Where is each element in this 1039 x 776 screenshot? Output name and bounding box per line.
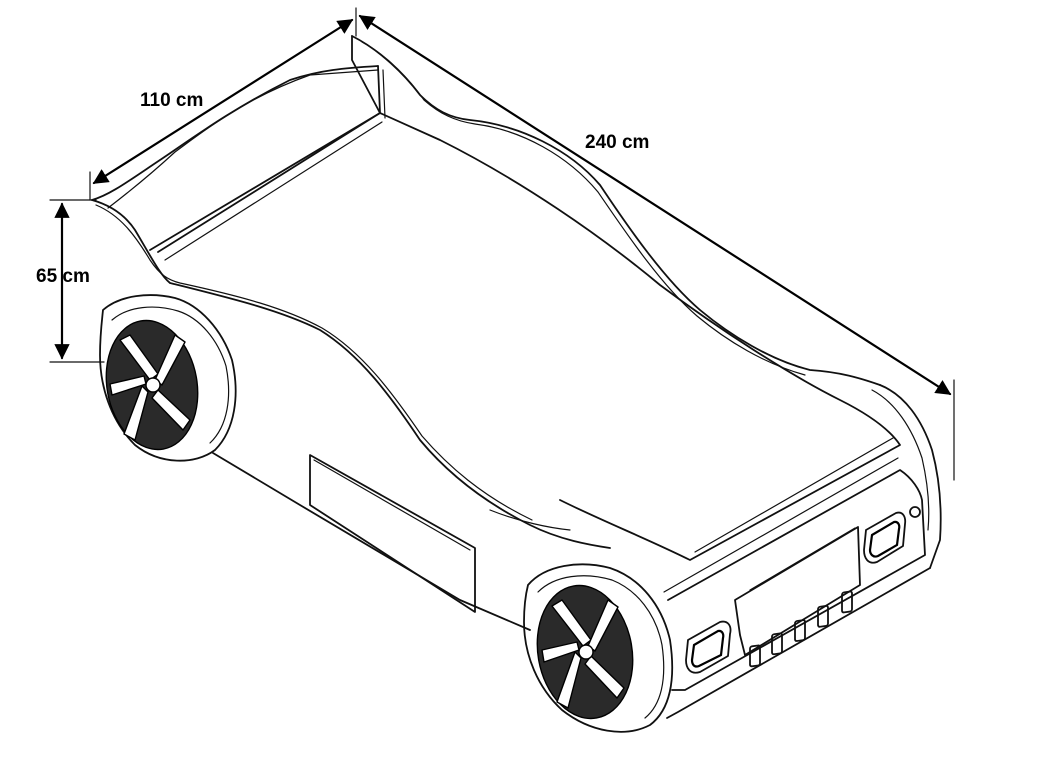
- right-fender-inner: [871, 389, 930, 531]
- width-label: 110 cm: [140, 90, 203, 111]
- headboard-inner: [107, 69, 379, 209]
- front-wheel-hub: [578, 644, 594, 660]
- right-fender: [879, 384, 942, 569]
- front-grille-frame: [734, 526, 861, 656]
- right-back-edge: [351, 35, 381, 114]
- width-dimension-line: [92, 18, 354, 185]
- front-bottom-edge: [666, 567, 931, 719]
- front-wheel-tire-inner: [537, 575, 665, 719]
- grille-vent: [794, 619, 806, 642]
- mattress-platform: [157, 112, 901, 561]
- right-headlight-inner: [868, 520, 901, 558]
- headboard-panel-inner: [382, 69, 386, 119]
- grille-vents: [749, 590, 853, 668]
- grille-vent: [817, 604, 829, 628]
- bed-body: [91, 35, 942, 719]
- rear-wheel-hub: [145, 377, 161, 393]
- rear-wheel: [99, 294, 237, 462]
- length-label: 240 cm: [585, 132, 649, 153]
- bottom-edge: [212, 452, 531, 631]
- headboard-top: [91, 65, 379, 201]
- front-wheel: [523, 563, 674, 733]
- headlights: [685, 506, 921, 674]
- mattress-edge: [164, 121, 383, 261]
- front-wheel-tire: [523, 563, 674, 733]
- drawer-panel-inner: [313, 459, 471, 551]
- right-headlight-outer: [863, 511, 907, 564]
- right-rail-inner: [361, 41, 806, 376]
- grille-vent: [749, 644, 761, 668]
- height-label: 65 cm: [36, 266, 90, 287]
- rear-wheel-tire: [99, 294, 237, 462]
- mattress-inner-fold: [489, 509, 571, 531]
- grille-vent: [771, 632, 783, 656]
- left-rail-inner: [95, 204, 533, 521]
- dimension-lines: [49, 7, 955, 481]
- front-panel-top: [663, 457, 899, 593]
- front-wheel-spokes: [541, 599, 625, 709]
- left-headlight-outer: [685, 620, 732, 674]
- rear-wheel-spokes: [109, 334, 191, 441]
- drawer-panel: [309, 454, 476, 613]
- right-rail-top: [351, 35, 881, 386]
- mattress-front-edge: [694, 437, 894, 553]
- fog-light-icon: [909, 506, 921, 518]
- length-dimension-line: [358, 14, 952, 396]
- left-headlight-inner: [690, 629, 725, 668]
- grille-vent: [841, 590, 853, 614]
- rear-wheel-tire-inner: [111, 306, 230, 444]
- front-grille-top: [749, 527, 856, 591]
- front-panel: [667, 469, 926, 691]
- left-side-outline: [91, 199, 611, 549]
